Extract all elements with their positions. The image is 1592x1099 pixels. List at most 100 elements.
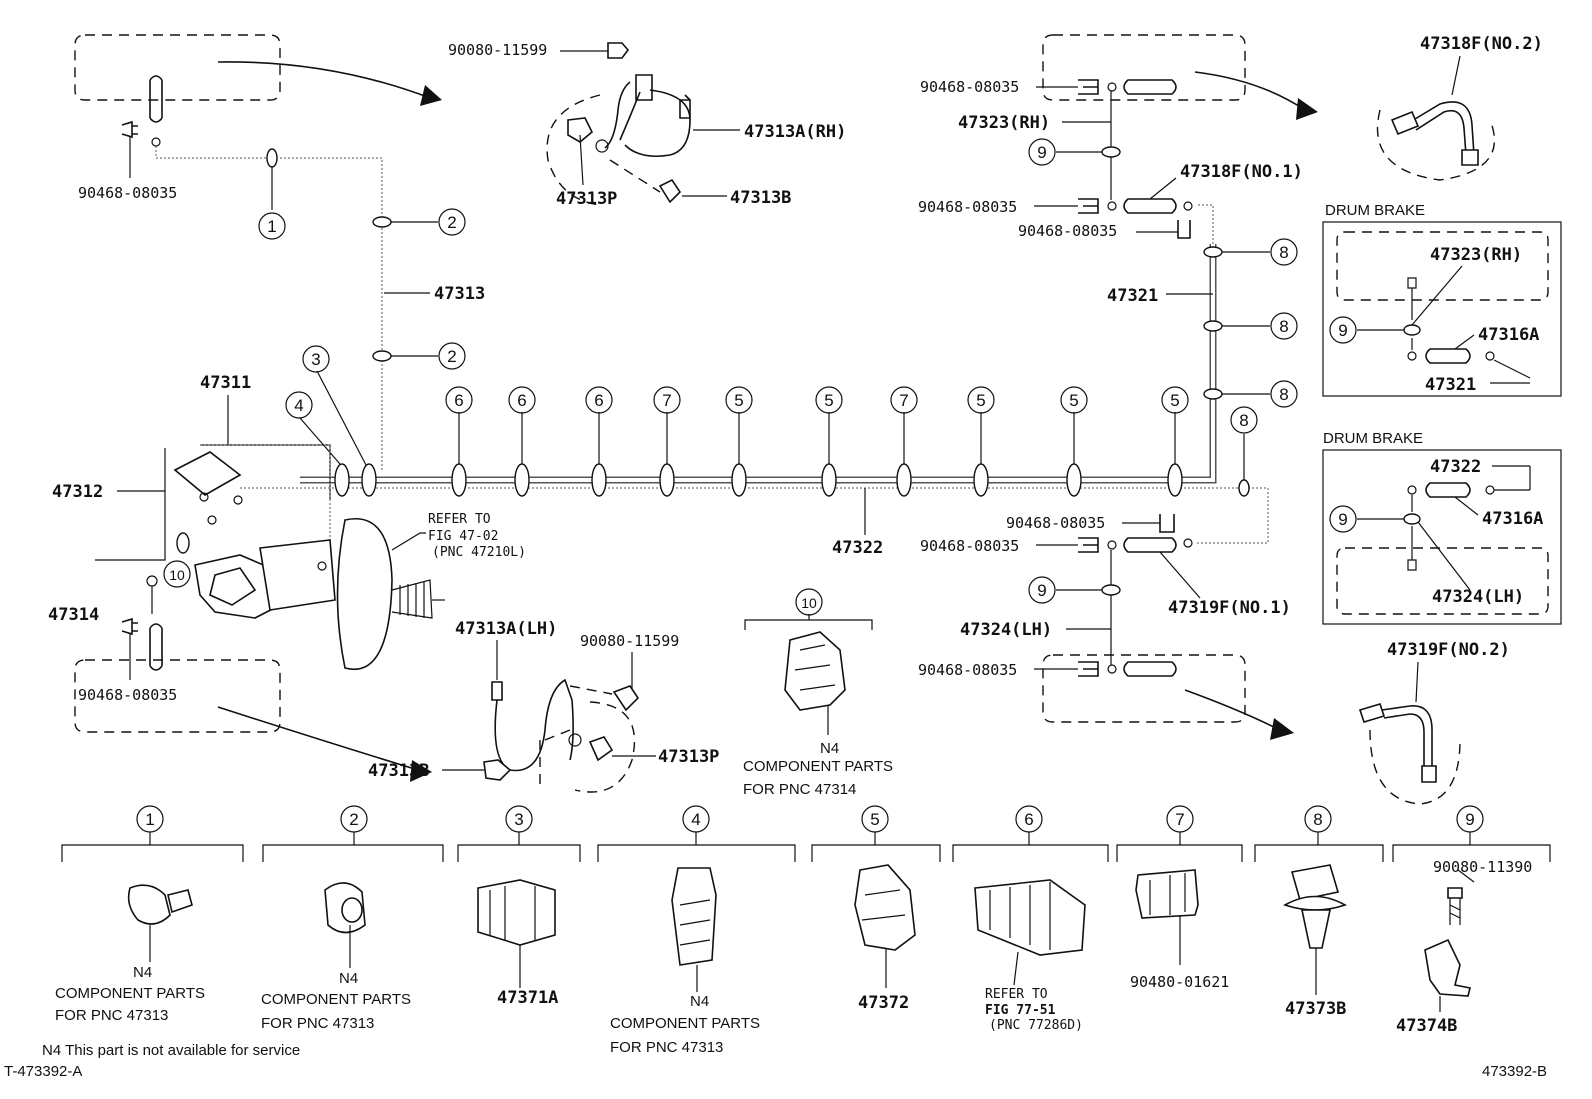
legend-callout-4: 4	[682, 805, 710, 833]
callout-4: 4	[285, 391, 313, 419]
part-90080-11599-mid: 90080-11599	[580, 632, 679, 650]
callout-8-upper: 8	[1270, 238, 1298, 266]
master-cylinder-assembly: 47311 47312 47314 REFER TO FIG 47-02 (PN…	[48, 373, 526, 671]
part-47322-main: 47322	[832, 538, 883, 558]
part-47313B-mid: 47313B	[368, 761, 429, 781]
legend-9-part: 47374B	[1396, 1016, 1457, 1036]
legend-5-part: 47372	[858, 993, 909, 1013]
part-90468-08035-r1: 90468-08035	[920, 78, 1019, 96]
legend-callout-8: 8	[1304, 805, 1332, 833]
legend-4-component: COMPONENT PARTS	[610, 1015, 760, 1032]
callout-9-drum2: 9	[1329, 505, 1357, 533]
callout-7-b: 7	[890, 386, 918, 414]
part-47324-LH: 47324(LH)	[960, 620, 1052, 640]
callout-8-main: 8	[1230, 406, 1258, 434]
top-left-detail: 90468-08035	[74, 34, 442, 202]
svg-text:2: 2	[349, 810, 358, 829]
svg-text:7: 7	[662, 391, 671, 410]
component-drawings	[127, 864, 1475, 1012]
svg-text:7: 7	[899, 391, 908, 410]
part-47313B-top: 47313B	[730, 188, 791, 208]
svg-text:6: 6	[1024, 810, 1033, 829]
legend-4-for: FOR PNC 47313	[610, 1039, 723, 1056]
drum2-47322: 47322	[1430, 457, 1481, 477]
legend-brackets	[61, 832, 1551, 862]
drum-brake-box-lh: DRUM BRAKE 47322 47316A 47324(LH)	[1322, 430, 1562, 625]
legend-6-fig: FIG 77-51	[985, 1003, 1056, 1018]
svg-text:9: 9	[1465, 810, 1474, 829]
svg-text:1: 1	[267, 217, 276, 236]
part-47319F-NO1: 47319F(NO.1)	[1168, 598, 1291, 618]
svg-text:9: 9	[1338, 510, 1347, 529]
part-90468-08035-r4: 90468-08035	[1006, 514, 1105, 532]
legend-callout-3: 3	[505, 805, 533, 833]
svg-text:9: 9	[1037, 581, 1046, 600]
svg-text:8: 8	[1239, 411, 1248, 430]
part-47321: 47321	[1107, 286, 1158, 306]
bottom-left-detail: 90468-08035	[74, 617, 432, 782]
callout-10-for-pnc: FOR PNC 47314	[743, 781, 856, 798]
svg-text:5: 5	[1069, 391, 1078, 410]
callout-6-b: 6	[508, 386, 536, 414]
part-90468-08035-r5: 90468-08035	[920, 537, 1019, 555]
legend-captions: N4 COMPONENT PARTS FOR PNC 47313 N4 COMP…	[55, 858, 1532, 1056]
svg-text:9: 9	[1037, 143, 1046, 162]
part-90468-08035-r3: 90468-08035	[1018, 222, 1117, 240]
svg-text:4: 4	[294, 396, 303, 415]
legend-2-component: COMPONENT PARTS	[261, 991, 411, 1008]
callout-5-c: 5	[967, 386, 995, 414]
svg-text:6: 6	[594, 391, 603, 410]
part-90468-08035-r6: 90468-08035	[918, 661, 1017, 679]
callout-10-detail: N4 COMPONENT PARTS FOR PNC 47314	[743, 614, 893, 798]
pipe-47318F-no2: 47318F(NO.2)	[1376, 34, 1543, 181]
legend-1-for: FOR PNC 47313	[55, 1007, 168, 1024]
callout-6-a: 6	[445, 386, 473, 414]
drum1-47323: 47323(RH)	[1430, 245, 1522, 265]
legend-6-pnc: (PNC 77286D)	[989, 1018, 1083, 1033]
part-90080-11599-top: 90080-11599	[448, 41, 547, 59]
legend-6-refer: REFER TO	[985, 987, 1048, 1002]
diagram-id-left: T-473392-A	[4, 1063, 82, 1080]
part-47314: 47314	[48, 605, 99, 625]
svg-text:6: 6	[517, 391, 526, 410]
callout-5-b: 5	[815, 386, 843, 414]
svg-text:5: 5	[870, 810, 879, 829]
drum-brake-title-2: DRUM BRAKE	[1323, 430, 1423, 447]
drum2-47316A: 47316A	[1482, 509, 1543, 529]
part-47313: 47313	[434, 284, 485, 304]
part-47311: 47311	[200, 373, 251, 393]
callout-3: 3	[302, 345, 330, 373]
callout-2-upper: 2	[438, 208, 466, 236]
callout-1: 1	[258, 212, 286, 240]
part-90468-08035-top-left: 90468-08035	[78, 184, 177, 202]
callout-10-n4: N4	[820, 740, 839, 757]
svg-text:2: 2	[447, 347, 456, 366]
diagram-id-right: 473392-B	[1482, 1063, 1547, 1080]
legend-callout-1: 1	[136, 805, 164, 833]
part-47312: 47312	[52, 482, 103, 502]
legend-callout-5: 5	[861, 805, 889, 833]
svg-text:8: 8	[1279, 317, 1288, 336]
drum1-47321: 47321	[1425, 375, 1476, 395]
legend-2-n4: N4	[339, 970, 358, 987]
callout-9-drum1: 9	[1329, 316, 1357, 344]
svg-text:5: 5	[734, 391, 743, 410]
part-47318F-NO1: 47318F(NO.1)	[1180, 162, 1303, 182]
part-47313P-top: 47313P	[556, 189, 617, 209]
part-47323-RH: 47323(RH)	[958, 113, 1050, 133]
footnote-n4: N4 This part is not available for servic…	[42, 1042, 300, 1059]
refer-fig-47-02-line3: (PNC 47210L)	[432, 545, 526, 560]
svg-text:8: 8	[1279, 385, 1288, 404]
callout-circles: 1 2 2 3 4 6 6 6 7 5 5 7 5 5 5 8 8 8 8 9 …	[136, 138, 1484, 833]
svg-text:6: 6	[454, 391, 463, 410]
part-90468-08035-bottom-left: 90468-08035	[78, 686, 177, 704]
svg-text:10: 10	[169, 567, 185, 583]
pipe-47319F-no2: 47319F(NO.2)	[1358, 640, 1510, 805]
drum-brake-box-rh: DRUM BRAKE 47323(RH) 47316A 47321	[1322, 202, 1562, 397]
svg-text:5: 5	[976, 391, 985, 410]
callout-9-rh: 9	[1028, 138, 1056, 166]
main-line-clips	[334, 246, 1250, 497]
legend-4-n4: N4	[690, 993, 709, 1010]
svg-text:5: 5	[1170, 391, 1179, 410]
